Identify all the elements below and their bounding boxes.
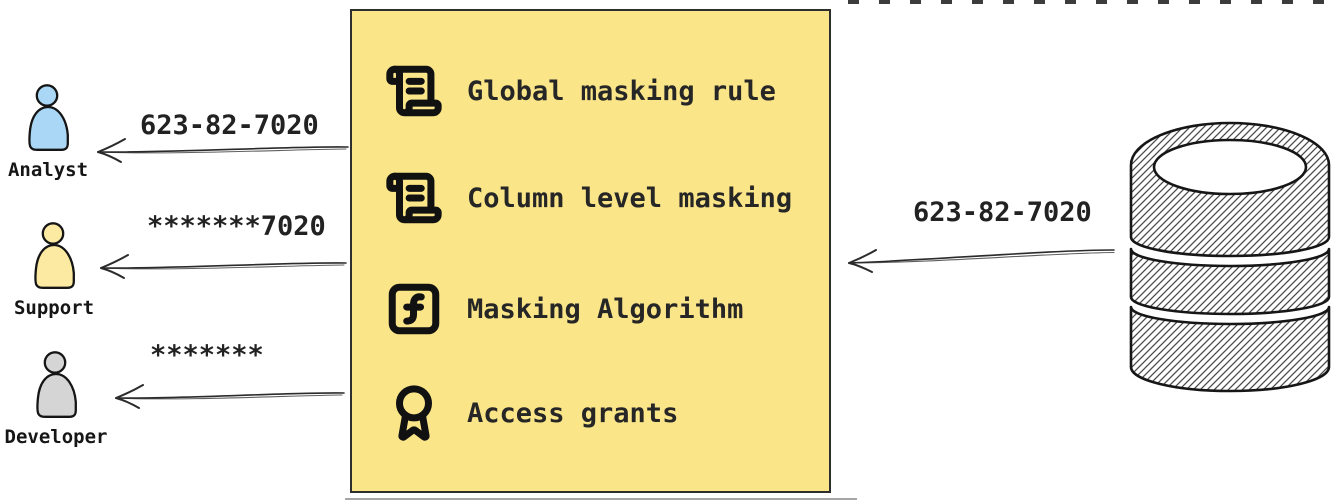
policy-item-masking-algorithm: Masking Algorithm: [385, 275, 743, 343]
person-icon: [28, 84, 69, 151]
dashed-border-line: [848, 0, 1340, 4]
masked-value-developer: *******: [150, 340, 264, 371]
database-icon: [1129, 121, 1331, 393]
masked-value-support: *******7020: [147, 211, 326, 242]
award-icon: [395, 385, 433, 441]
arrow-to-analyst: [97, 138, 349, 163]
user-label: Support: [13, 297, 95, 319]
scroll-text-icon: [386, 65, 442, 117]
user-analyst: Analyst: [0, 84, 108, 181]
function-square-icon: [388, 283, 440, 335]
user-label: Developer: [4, 426, 108, 448]
user-support: Support: [0, 222, 114, 319]
person-icon: [34, 222, 75, 289]
policy-item-access-grants: Access grants: [385, 379, 678, 447]
person-icon: [36, 351, 77, 418]
arrow-to-support: [100, 254, 347, 279]
user-developer: Developer: [0, 351, 116, 448]
policy-item-column-level-masking: Column level masking: [385, 164, 792, 232]
policy-item-label: Column level masking: [467, 182, 793, 214]
arrow-database-to-box: [848, 249, 1115, 273]
box-shadow-line: [345, 498, 857, 500]
arrow-to-developer: [115, 384, 345, 409]
database-output-value: 623-82-7020: [913, 197, 1092, 228]
scroll-text-icon: [386, 172, 442, 224]
policy-item-label: Global masking rule: [467, 75, 776, 107]
policy-item-global-masking-rule: Global masking rule: [385, 57, 776, 125]
policy-item-label: Masking Algorithm: [467, 293, 744, 325]
masked-value-analyst: 623-82-7020: [140, 110, 319, 141]
masking-policy-box: Global masking rule Column level masking…: [350, 9, 831, 493]
user-label: Analyst: [7, 159, 89, 181]
policy-item-label: Access grants: [467, 397, 679, 429]
